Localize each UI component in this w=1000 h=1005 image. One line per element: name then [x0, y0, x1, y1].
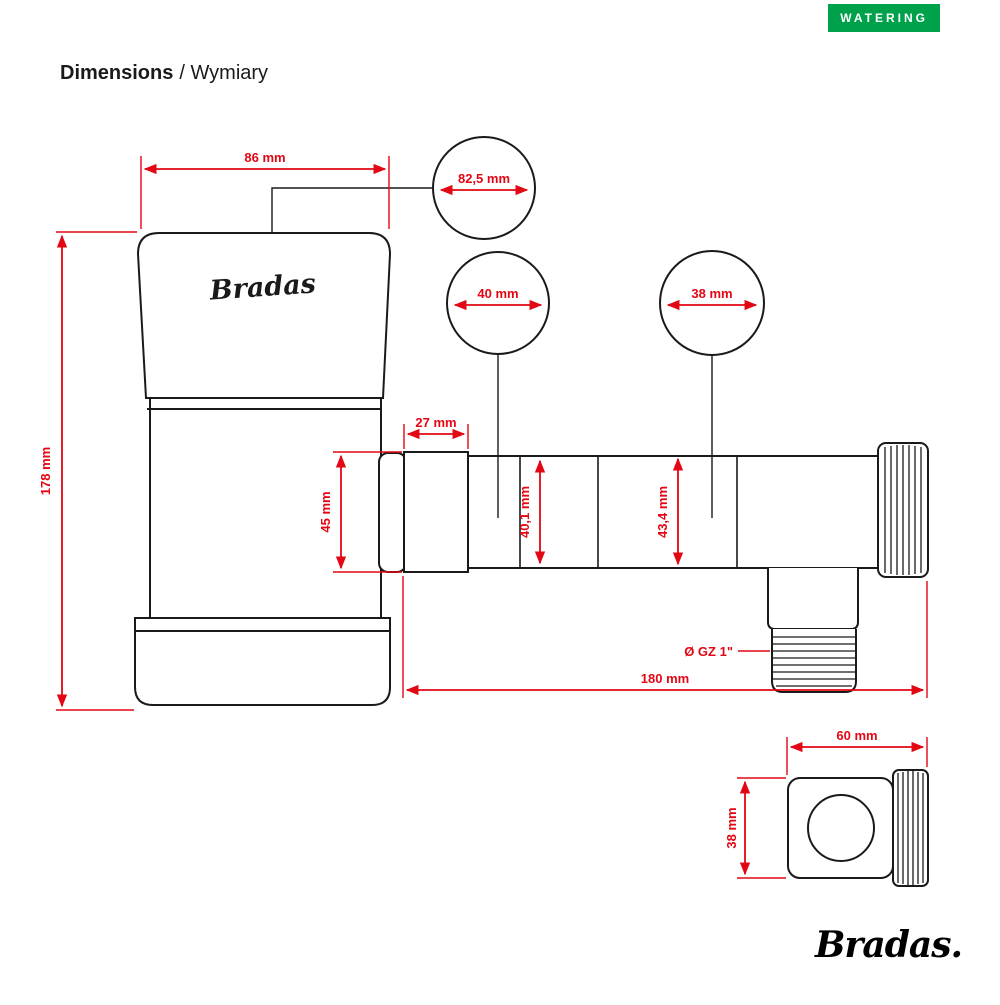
header-title-pl: / Wymiary [179, 62, 269, 84]
label-side-length: 60 mm [836, 728, 877, 743]
watering-badge-label: WATERING [840, 11, 928, 25]
label-pipe-diameter-right: 38 mm [691, 286, 732, 301]
cap-knob-ridges [884, 445, 922, 575]
label-thread: Ø GZ 1" [684, 644, 733, 659]
ext-inlet-height [333, 451, 402, 573]
label-bore-left: 40,1 mm [517, 486, 532, 538]
label-top-diameter: 82,5 mm [458, 171, 510, 186]
page-header: Dimensions / Wymiary [60, 62, 268, 85]
filter-body [134, 232, 392, 706]
ext-total-height [56, 231, 137, 711]
label-inlet-height: 45 mm [318, 491, 333, 532]
filter-body-middle [149, 397, 382, 619]
outlet-thread-outline [771, 629, 857, 693]
ext-total-length [402, 576, 928, 698]
side-view [787, 769, 929, 887]
bradas-logo: Bradas. [814, 924, 963, 966]
side-cap-ridges [897, 771, 924, 885]
leader-top-diameter [271, 187, 433, 232]
header-title-en: Dimensions [60, 62, 174, 84]
ext-top-width [140, 156, 390, 229]
body-brand-script: Bradas [208, 268, 317, 306]
label-inlet-length: 27 mm [415, 415, 456, 430]
label-pipe-diameter-left: 40 mm [477, 286, 518, 301]
label-side-height: 38 mm [724, 807, 739, 848]
callout-pipe-diameter-right [659, 250, 765, 356]
callout-pipe-diameter-left [446, 251, 550, 355]
ext-inlet-length [403, 424, 469, 449]
label-bore-right: 43,4 mm [655, 486, 670, 538]
callout-top-diameter [432, 136, 536, 240]
inlet-flange [378, 452, 407, 573]
callout-arrows [439, 184, 758, 311]
valve-assembly [378, 442, 929, 693]
ext-side-height [737, 777, 786, 879]
side-cap [892, 769, 929, 887]
pipe-joint-lines [519, 456, 738, 568]
label-total-length: 180 mm [641, 671, 689, 686]
dimension-lines [56, 156, 928, 879]
inlet-section [403, 451, 469, 573]
filter-body-bottom [134, 617, 391, 706]
filter-body-top [136, 232, 392, 399]
label-top-width: 86 mm [244, 150, 285, 165]
ext-side-length [786, 737, 928, 775]
watering-badge: WATERING [828, 4, 940, 32]
outlet-thread-ridges [772, 636, 856, 687]
label-total-height: 178 mm [38, 447, 53, 495]
callout-leaders [271, 187, 713, 518]
dimension-labels: 86 mm 82,5 mm 40 mm 38 mm 178 mm 27 mm 4… [38, 150, 878, 849]
side-bore-circle [807, 794, 875, 862]
callout-circles [432, 136, 765, 356]
elbow [767, 568, 859, 630]
